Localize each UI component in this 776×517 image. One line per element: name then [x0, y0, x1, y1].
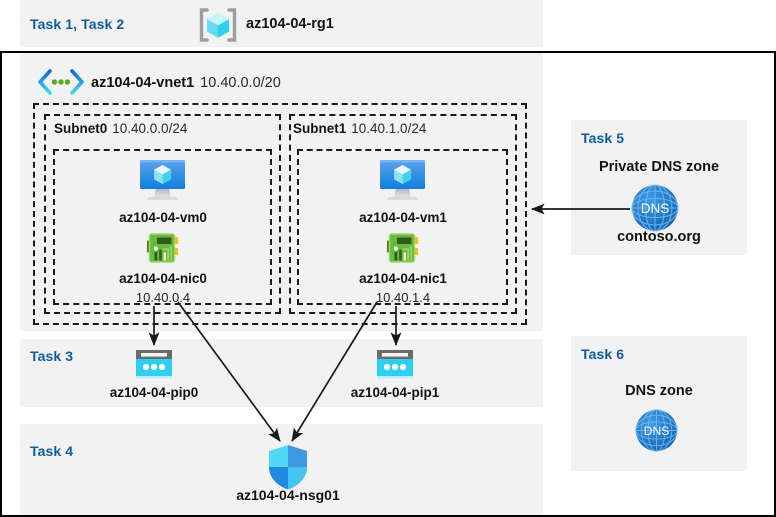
pip0-name: az104-04-pip0	[109, 385, 199, 400]
subnet0-name: Subnet0	[54, 121, 108, 136]
task5-heading: Private DNS zone	[598, 159, 720, 175]
panel-virtual-network-region	[20, 53, 543, 331]
nic0-name: az104-04-nic0	[119, 271, 207, 286]
subnet1-resource-box	[297, 149, 508, 305]
nic1-ip: 10.40.1.4	[375, 290, 431, 305]
panel-task1-task2	[20, 0, 543, 47]
nsg-name: az104-04-nsg01	[236, 487, 340, 503]
vm1-name: az104-04-vm1	[359, 210, 447, 225]
panel-task3	[20, 339, 543, 407]
subnet0-boundary	[44, 114, 281, 314]
virtual-network-cidr: 10.40.0.0/20	[200, 75, 281, 91]
resource-group-icon	[198, 6, 238, 44]
subnet1-header: Subnet1 10.40.1.0/24	[293, 121, 426, 136]
subnet1-cidr: 10.40.1.0/24	[351, 121, 427, 136]
virtual-machine-icon	[134, 157, 191, 203]
resource-group-boundary	[0, 51, 776, 517]
vm0-name: az104-04-vm0	[119, 210, 207, 225]
dns-icon-text: DNS	[641, 201, 670, 216]
task6-heading: DNS zone	[625, 383, 693, 399]
subnet0-header: Subnet0 10.40.0.0/24	[54, 121, 187, 136]
virtual-network-name: az104-04-vnet1	[91, 75, 195, 91]
task-label-task5: Task 5	[581, 130, 625, 146]
virtual-network-icon	[36, 68, 86, 96]
public-ip-icon	[133, 348, 175, 381]
subnet1-boundary	[289, 114, 517, 314]
dns-zone-icon: DNS	[634, 408, 679, 453]
task-label-task3: Task 3	[30, 348, 74, 364]
subnet1-name: Subnet1	[293, 121, 347, 136]
network-interface-icon	[385, 232, 421, 266]
pip1-name: az104-04-pip1	[350, 385, 440, 400]
resource-group-name: az104-04-rg1	[246, 16, 334, 32]
network-security-group-icon	[266, 443, 310, 491]
virtual-machine-icon	[374, 157, 431, 203]
network-interface-icon	[145, 232, 181, 266]
subnet0-resource-box	[53, 149, 272, 305]
nic1-name: az104-04-nic1	[359, 271, 447, 286]
task-label-task6: Task 6	[581, 346, 625, 362]
task-label-task4: Task 4	[30, 443, 74, 459]
task-label-task1-task2: Task 1, Task 2	[30, 16, 125, 32]
virtual-network-header: az104-04-vnet1 10.40.0.0/20	[91, 75, 281, 91]
nic0-ip: 10.40.0.4	[135, 290, 191, 305]
dns-zone-icon: DNS	[630, 183, 680, 233]
subnet0-cidr: 10.40.0.0/24	[112, 121, 188, 136]
public-ip-icon	[374, 348, 416, 381]
task5-zone-name: contoso.org	[617, 229, 701, 245]
dns-icon-text: DNS	[644, 424, 670, 438]
